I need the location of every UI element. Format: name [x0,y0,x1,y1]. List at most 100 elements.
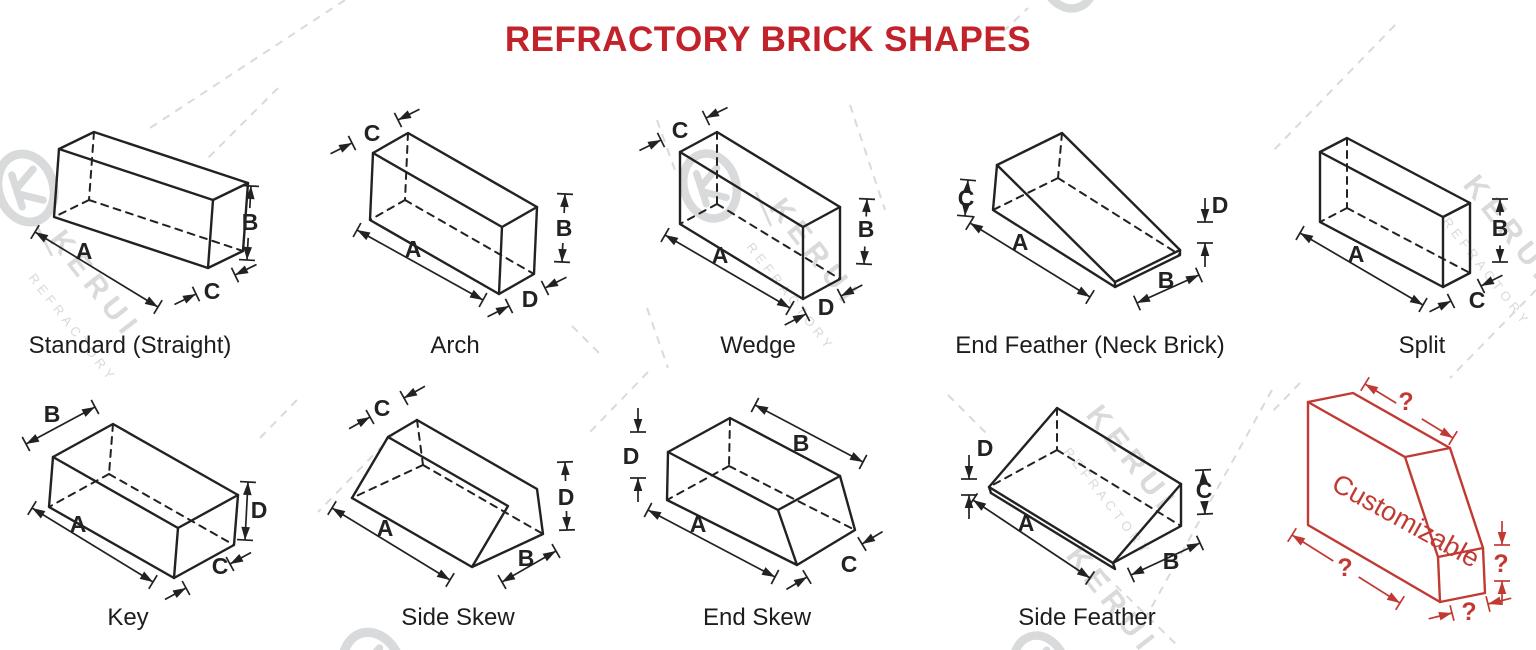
arrowhead [1497,581,1507,594]
dim-tick [967,492,979,508]
arrowhead [647,140,661,150]
arrowhead [792,314,806,324]
watermark-slash [754,191,773,227]
brick-edge [666,416,842,512]
dim-tick [1195,535,1205,551]
arrowhead [172,588,186,598]
arrowhead [241,526,250,540]
dim-tick [1485,596,1491,612]
arrowhead [495,306,509,316]
dim-label: C [204,278,221,304]
arrowhead [243,482,252,496]
arrowhead [860,250,869,264]
dim-label: ? [1493,550,1508,578]
dim-tick [855,262,873,266]
arrowhead [761,567,775,577]
dim-tick [770,569,780,585]
dim-label: C [374,395,391,421]
arrowhead [648,510,662,520]
dim-tick [445,572,455,588]
caption-end-feather: End Feather (Neck Brick) [955,332,1225,359]
brick-edge [368,151,504,296]
dim-tick [153,299,163,315]
arrowhead [35,232,49,243]
brick-edge [991,163,1117,289]
dim-tick [1194,267,1204,283]
logo-k-glyph [8,165,47,211]
brick-edge [1306,391,1452,459]
arrowhead [542,551,556,562]
dim-line [34,231,159,308]
arrowhead [139,571,153,582]
caption-side-feather: Side Feather [1018,604,1156,631]
arrowhead [230,554,244,564]
brick-hidden-edge [988,449,1058,488]
dim-tick [802,569,812,585]
dim-tick [181,580,191,596]
arrowhead [1076,567,1090,578]
brick-edge [172,493,240,580]
dim-label: B [242,209,259,235]
dim-tick [497,574,507,590]
dim-tick [1476,278,1486,294]
arrowhead [182,294,196,304]
dim-tick [660,227,670,243]
watermark-dash-line [1449,289,1536,379]
arrowhead [962,180,972,194]
arrowhead [1365,384,1379,395]
brick-edge [350,418,545,569]
shape-split: ABC [1295,136,1508,313]
dim-tick [858,454,868,470]
dim-tick [956,214,974,218]
arrowhead [1439,427,1453,438]
dim-line [25,406,96,445]
arrowhead [357,230,371,241]
arrowhead [841,286,855,296]
dim-label: ? [1398,388,1413,416]
brick-hidden-edge [1057,132,1063,179]
brick-hidden-edge [679,203,718,225]
dim-tick [551,543,561,559]
dim-label: D [1212,192,1229,218]
dim-tick [327,500,337,516]
dim-label: ? [1461,598,1476,626]
arrowhead [849,452,863,462]
dim-tick [365,409,375,425]
brick-hidden-edge [108,423,114,475]
dim-tick [556,192,574,196]
watermark-kerui-text: KERUI [1059,540,1164,650]
dim-label: A [70,511,87,537]
dim-label: C [841,551,858,577]
dim-label: D [818,294,835,320]
arrowhead [665,235,679,246]
dim-line [356,229,484,301]
brick-hidden-edge [351,464,424,499]
brick-edge [989,491,1117,571]
logo-ring [1009,631,1071,650]
dim-line [331,507,451,581]
arrowhead [706,108,720,118]
watermark-dash-line [1104,574,1181,649]
dim-label: A [76,238,93,264]
dim-tick [965,215,975,231]
brick-edge [47,455,180,580]
dim-tick [352,222,362,238]
brick-edge [678,150,805,301]
brick-edge [1441,201,1472,289]
dim-label: C [364,120,381,146]
dim-label: D [977,435,994,461]
dim-tick [230,267,240,283]
dim-label: ? [1337,554,1352,582]
dim-tick [656,132,666,148]
dim-tick [504,298,514,314]
dim-label: D [251,497,268,523]
brick-edge [1318,150,1445,289]
arrowhead [1292,535,1306,546]
arrowhead [970,223,984,234]
arrowhead [545,278,559,288]
arrowhead [633,419,643,432]
dim-label: A [712,242,729,268]
dim-label: C [1469,287,1486,313]
